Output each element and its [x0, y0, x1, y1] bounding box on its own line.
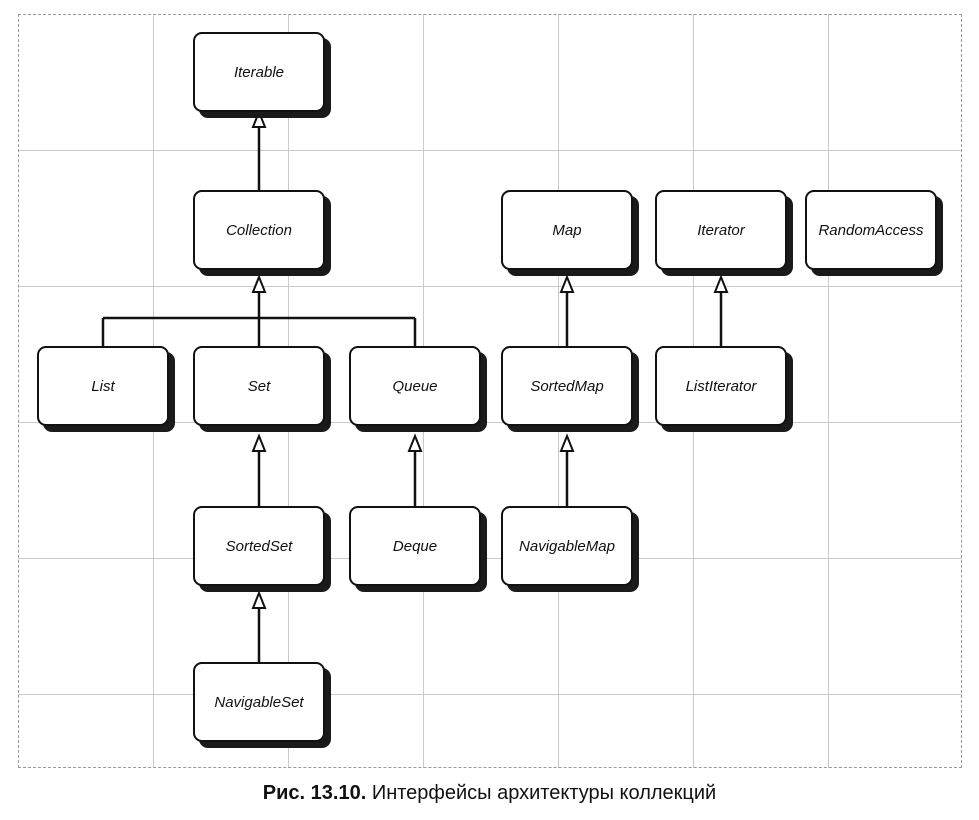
node-iterator: Iterator: [655, 190, 787, 270]
node-queue-label: Queue: [392, 377, 438, 395]
diagram-frame: [18, 14, 962, 768]
node-iterable: Iterable: [193, 32, 325, 112]
node-navigable-map: NavigableMap: [501, 506, 633, 586]
node-map: Map: [501, 190, 633, 270]
node-deque: Deque: [349, 506, 481, 586]
node-list-label: List: [91, 377, 115, 395]
node-collection-label: Collection: [226, 221, 292, 239]
node-sorted-map-label: SortedMap: [530, 377, 604, 395]
node-list-iterator-label: ListIterator: [685, 377, 757, 395]
node-sorted-set-label: SortedSet: [225, 537, 293, 555]
node-iterator-label: Iterator: [697, 221, 745, 239]
node-set: Set: [193, 346, 325, 426]
node-list: List: [37, 346, 169, 426]
node-navigable-set-label: NavigableSet: [214, 693, 304, 711]
node-random-access-label: RandomAccess: [818, 221, 924, 239]
node-map-label: Map: [552, 221, 582, 239]
node-deque-label: Deque: [392, 537, 438, 555]
node-random-access: RandomAccess: [805, 190, 937, 270]
node-iterable-label: Iterable: [233, 63, 285, 81]
node-sorted-set: SortedSet: [193, 506, 325, 586]
node-set-label: Set: [247, 377, 271, 395]
node-queue: Queue: [349, 346, 481, 426]
caption-text: Интерфейсы архитектуры коллекций: [366, 782, 717, 804]
node-navigable-set: NavigableSet: [193, 662, 325, 742]
node-sorted-map: SortedMap: [501, 346, 633, 426]
node-navigable-map-label: NavigableMap: [519, 537, 615, 555]
node-list-iterator: ListIterator: [655, 346, 787, 426]
figure-caption: Рис. 13.10. Интерфейсы архитектуры колле…: [0, 782, 979, 805]
node-collection: Collection: [193, 190, 325, 270]
caption-number: Рис. 13.10.: [262, 782, 367, 804]
